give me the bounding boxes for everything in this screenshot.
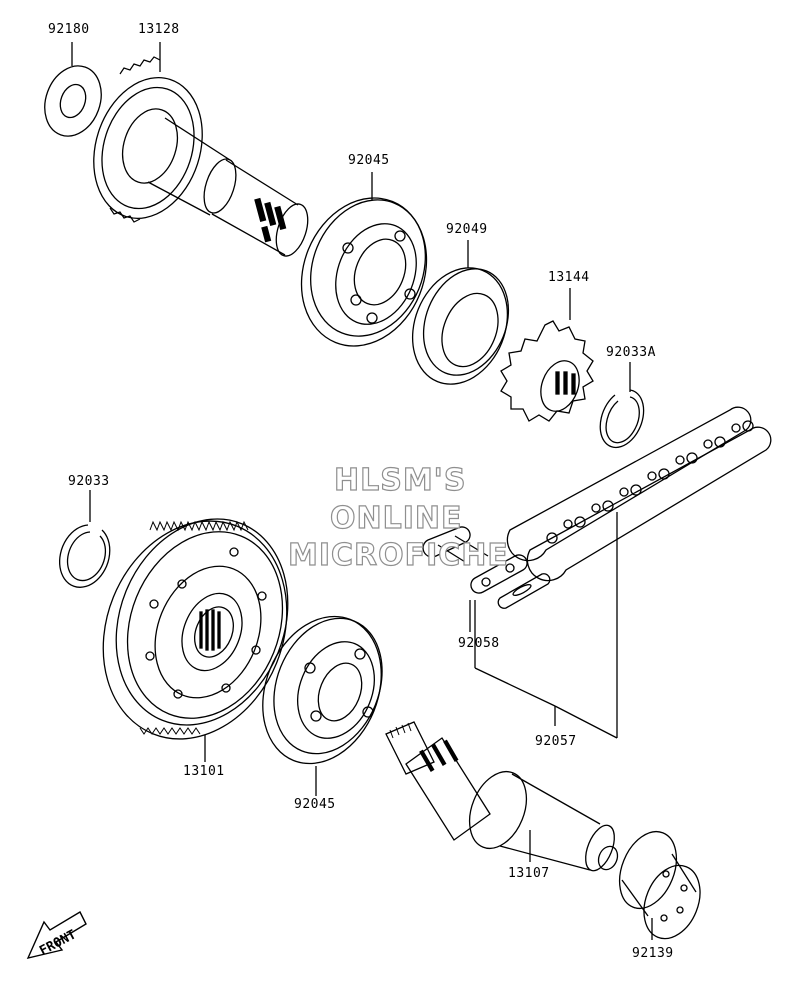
front-direction-arrow — [26, 911, 87, 960]
gear-shaft-13128 — [93, 56, 309, 257]
label-92033[interactable]: 92033 — [68, 474, 110, 489]
oil-seal-92049 — [411, 267, 510, 385]
label-13128[interactable]: 13128 — [138, 22, 180, 37]
watermark-line-3: MICROFICHE — [287, 538, 509, 573]
drive-chain-92057 — [506, 406, 772, 582]
label-92058[interactable]: 92058 — [458, 636, 500, 651]
label-92033a[interactable]: 92033A — [606, 345, 656, 360]
label-13144[interactable]: 13144 — [548, 270, 590, 285]
watermark-line-2: ONLINE — [329, 501, 463, 536]
needle-bearing-92139 — [618, 831, 701, 940]
leader-lines — [71, 42, 653, 940]
front-arrow-label: FRONT — [37, 927, 79, 959]
label-92139[interactable]: 92139 — [632, 946, 674, 961]
bearing-92045-upper — [300, 197, 428, 347]
circlip-92033a — [599, 389, 645, 449]
label-92057[interactable]: 92057 — [535, 734, 577, 749]
final-gear-13101 — [102, 518, 289, 740]
sprocket-13144 — [500, 320, 594, 422]
output-shaft-13107 — [385, 721, 619, 872]
bearing-92045-lower — [262, 615, 383, 765]
label-92045-lower[interactable]: 92045 — [294, 797, 336, 812]
circlip-92033 — [58, 524, 111, 588]
label-92180[interactable]: 92180 — [48, 22, 90, 37]
label-13101[interactable]: 13101 — [183, 764, 225, 779]
master-link-92058 — [422, 526, 551, 609]
label-92049[interactable]: 92049 — [446, 222, 488, 237]
washer-92180 — [44, 65, 102, 137]
label-92045-upper[interactable]: 92045 — [348, 153, 390, 168]
watermark-line-1: HLSM'S — [333, 463, 467, 498]
label-13107[interactable]: 13107 — [508, 866, 550, 881]
